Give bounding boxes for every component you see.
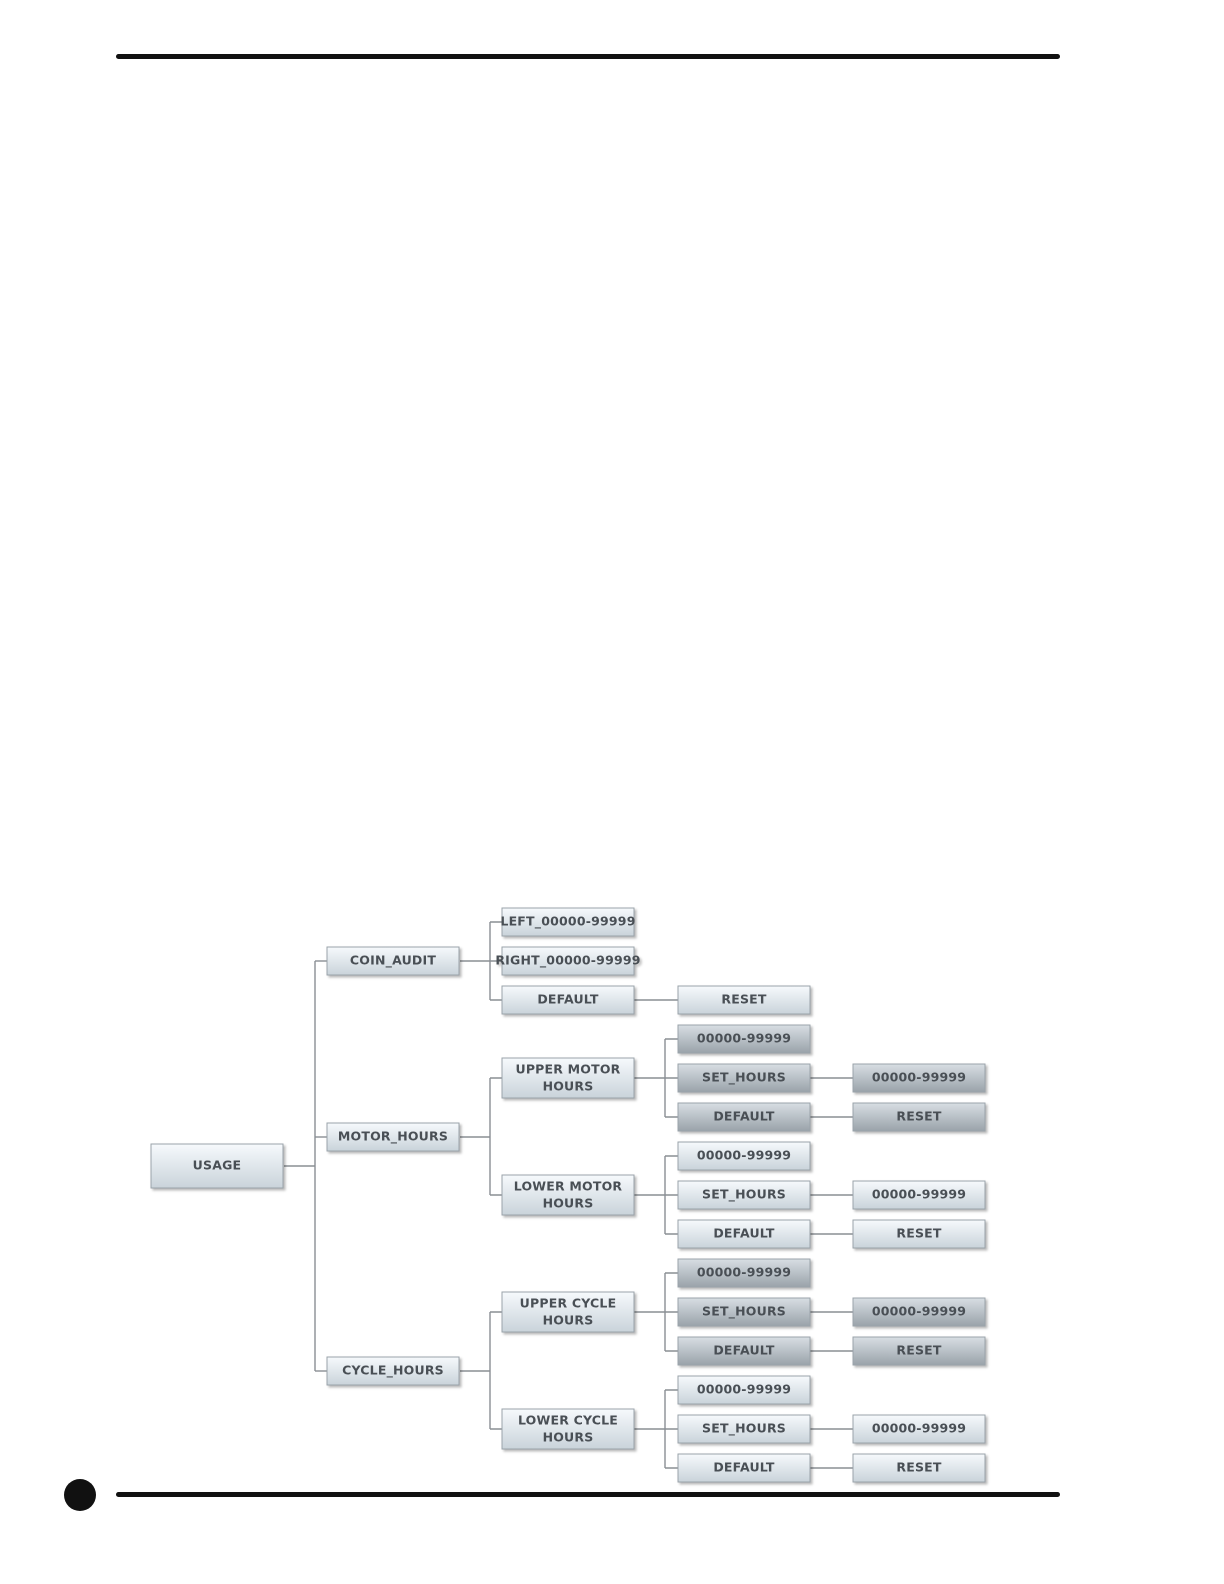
node-lower-motor-label-line2: HOURS	[543, 1196, 594, 1211]
node-coin-default-label: DEFAULT	[537, 992, 599, 1007]
node-lm-set-range: 00000-99999	[852, 1180, 986, 1210]
node-coin-audit-label: COIN_AUDIT	[350, 953, 436, 969]
node-upper-cycle-label-line2: HOURS	[543, 1313, 594, 1328]
connector-um-right	[810, 1077, 853, 1118]
node-uc-set-hours: SET_HOURS	[677, 1297, 811, 1327]
node-cycle-hours-label: CYCLE_HOURS	[342, 1363, 444, 1379]
node-upper-motor-label-line1: UPPER MOTOR	[515, 1062, 620, 1077]
node-um-set-range-label: 00000-99999	[872, 1070, 966, 1085]
node-lc-reset-label: RESET	[896, 1460, 942, 1475]
connector-coin-audit-branch	[460, 921, 502, 1001]
node-lc-default: DEFAULT	[677, 1453, 811, 1483]
node-coin-left-label: LEFT_00000-99999	[500, 914, 635, 930]
node-upper-motor-label-line2: HOURS	[543, 1079, 594, 1094]
node-lm-reset: RESET	[852, 1219, 986, 1249]
node-lm-default: DEFAULT	[677, 1219, 811, 1249]
node-coin-right-label: RIGHT_00000-99999	[495, 953, 640, 969]
node-lm-default-label: DEFAULT	[713, 1226, 775, 1241]
node-coin-audit: COIN_AUDIT	[326, 946, 460, 976]
connector-upper-cycle-branch	[634, 1272, 678, 1352]
node-um-set-range: 00000-99999	[852, 1063, 986, 1093]
connector-lines	[284, 921, 853, 1469]
top-rule	[116, 54, 1060, 59]
node-lc-set-hours: SET_HOURS	[677, 1414, 811, 1444]
node-upper-cycle-label-line1: UPPER CYCLE	[520, 1296, 617, 1311]
node-coin-default: DEFAULT	[501, 985, 635, 1015]
node-lc-reset: RESET	[852, 1453, 986, 1483]
connector-lm-right	[810, 1194, 853, 1235]
node-coin-left: LEFT_00000-99999	[500, 907, 635, 937]
node-coin-reset: RESET	[677, 985, 811, 1015]
node-lc-range: 00000-99999	[677, 1375, 811, 1405]
node-uc-set-hours-label: SET_HOURS	[702, 1304, 786, 1320]
node-lm-range: 00000-99999	[677, 1141, 811, 1171]
node-lm-set-hours: SET_HOURS	[677, 1180, 811, 1210]
node-coin-reset-label: RESET	[721, 992, 767, 1007]
node-upper-cycle-hours: UPPER CYCLE HOURS	[501, 1291, 635, 1333]
node-usage-label: USAGE	[193, 1158, 242, 1173]
node-uc-range: 00000-99999	[677, 1258, 811, 1288]
connector-motor-hours-branch	[460, 1077, 502, 1196]
node-uc-set-range-label: 00000-99999	[872, 1304, 966, 1319]
connector-uc-right	[810, 1311, 853, 1352]
node-lc-set-range: 00000-99999	[852, 1414, 986, 1444]
node-lower-motor-label-line1: LOWER MOTOR	[514, 1179, 623, 1194]
page-marker-dot	[64, 1479, 96, 1511]
node-lc-default-label: DEFAULT	[713, 1460, 775, 1475]
node-uc-reset-label: RESET	[896, 1343, 942, 1358]
node-um-set-hours: SET_HOURS	[677, 1063, 811, 1093]
node-lm-range-label: 00000-99999	[697, 1148, 791, 1163]
node-lm-reset-label: RESET	[896, 1226, 942, 1241]
node-um-set-hours-label: SET_HOURS	[702, 1070, 786, 1086]
node-lower-cycle-label-line1: LOWER CYCLE	[518, 1413, 618, 1428]
connector-lower-cycle-branch	[634, 1389, 678, 1469]
node-lc-range-label: 00000-99999	[697, 1382, 791, 1397]
connector-lc-right	[810, 1428, 853, 1469]
node-lower-cycle-hours: LOWER CYCLE HOURS	[501, 1408, 635, 1450]
node-lm-set-hours-label: SET_HOURS	[702, 1187, 786, 1203]
node-lower-cycle-label-line2: HOURS	[543, 1430, 594, 1445]
node-uc-set-range: 00000-99999	[852, 1297, 986, 1327]
node-um-range-label: 00000-99999	[697, 1031, 791, 1046]
node-upper-motor-hours: UPPER MOTOR HOURS	[501, 1057, 635, 1099]
connector-upper-motor-branch	[634, 1038, 678, 1118]
node-um-reset-label: RESET	[896, 1109, 942, 1124]
node-um-reset: RESET	[852, 1102, 986, 1132]
node-coin-right: RIGHT_00000-99999	[495, 946, 640, 976]
node-um-default-label: DEFAULT	[713, 1109, 775, 1124]
node-uc-reset: RESET	[852, 1336, 986, 1366]
node-usage: USAGE	[150, 1143, 284, 1189]
node-um-default: DEFAULT	[677, 1102, 811, 1132]
node-uc-default-label: DEFAULT	[713, 1343, 775, 1358]
node-lm-set-range-label: 00000-99999	[872, 1187, 966, 1202]
node-um-range: 00000-99999	[677, 1024, 811, 1054]
node-lc-set-hours-label: SET_HOURS	[702, 1421, 786, 1437]
connector-lower-motor-branch	[634, 1155, 678, 1235]
node-cycle-hours: CYCLE_HOURS	[326, 1356, 460, 1386]
node-uc-default: DEFAULT	[677, 1336, 811, 1366]
connector-cycle-hours-branch	[460, 1311, 502, 1430]
node-uc-range-label: 00000-99999	[697, 1265, 791, 1280]
bottom-rule	[116, 1492, 1060, 1497]
connector-usage-trunk	[284, 961, 316, 1371]
node-motor-hours: MOTOR_HOURS	[326, 1122, 460, 1152]
node-lower-motor-hours: LOWER MOTOR HOURS	[501, 1174, 635, 1216]
node-motor-hours-label: MOTOR_HOURS	[338, 1129, 448, 1145]
node-lc-set-range-label: 00000-99999	[872, 1421, 966, 1436]
